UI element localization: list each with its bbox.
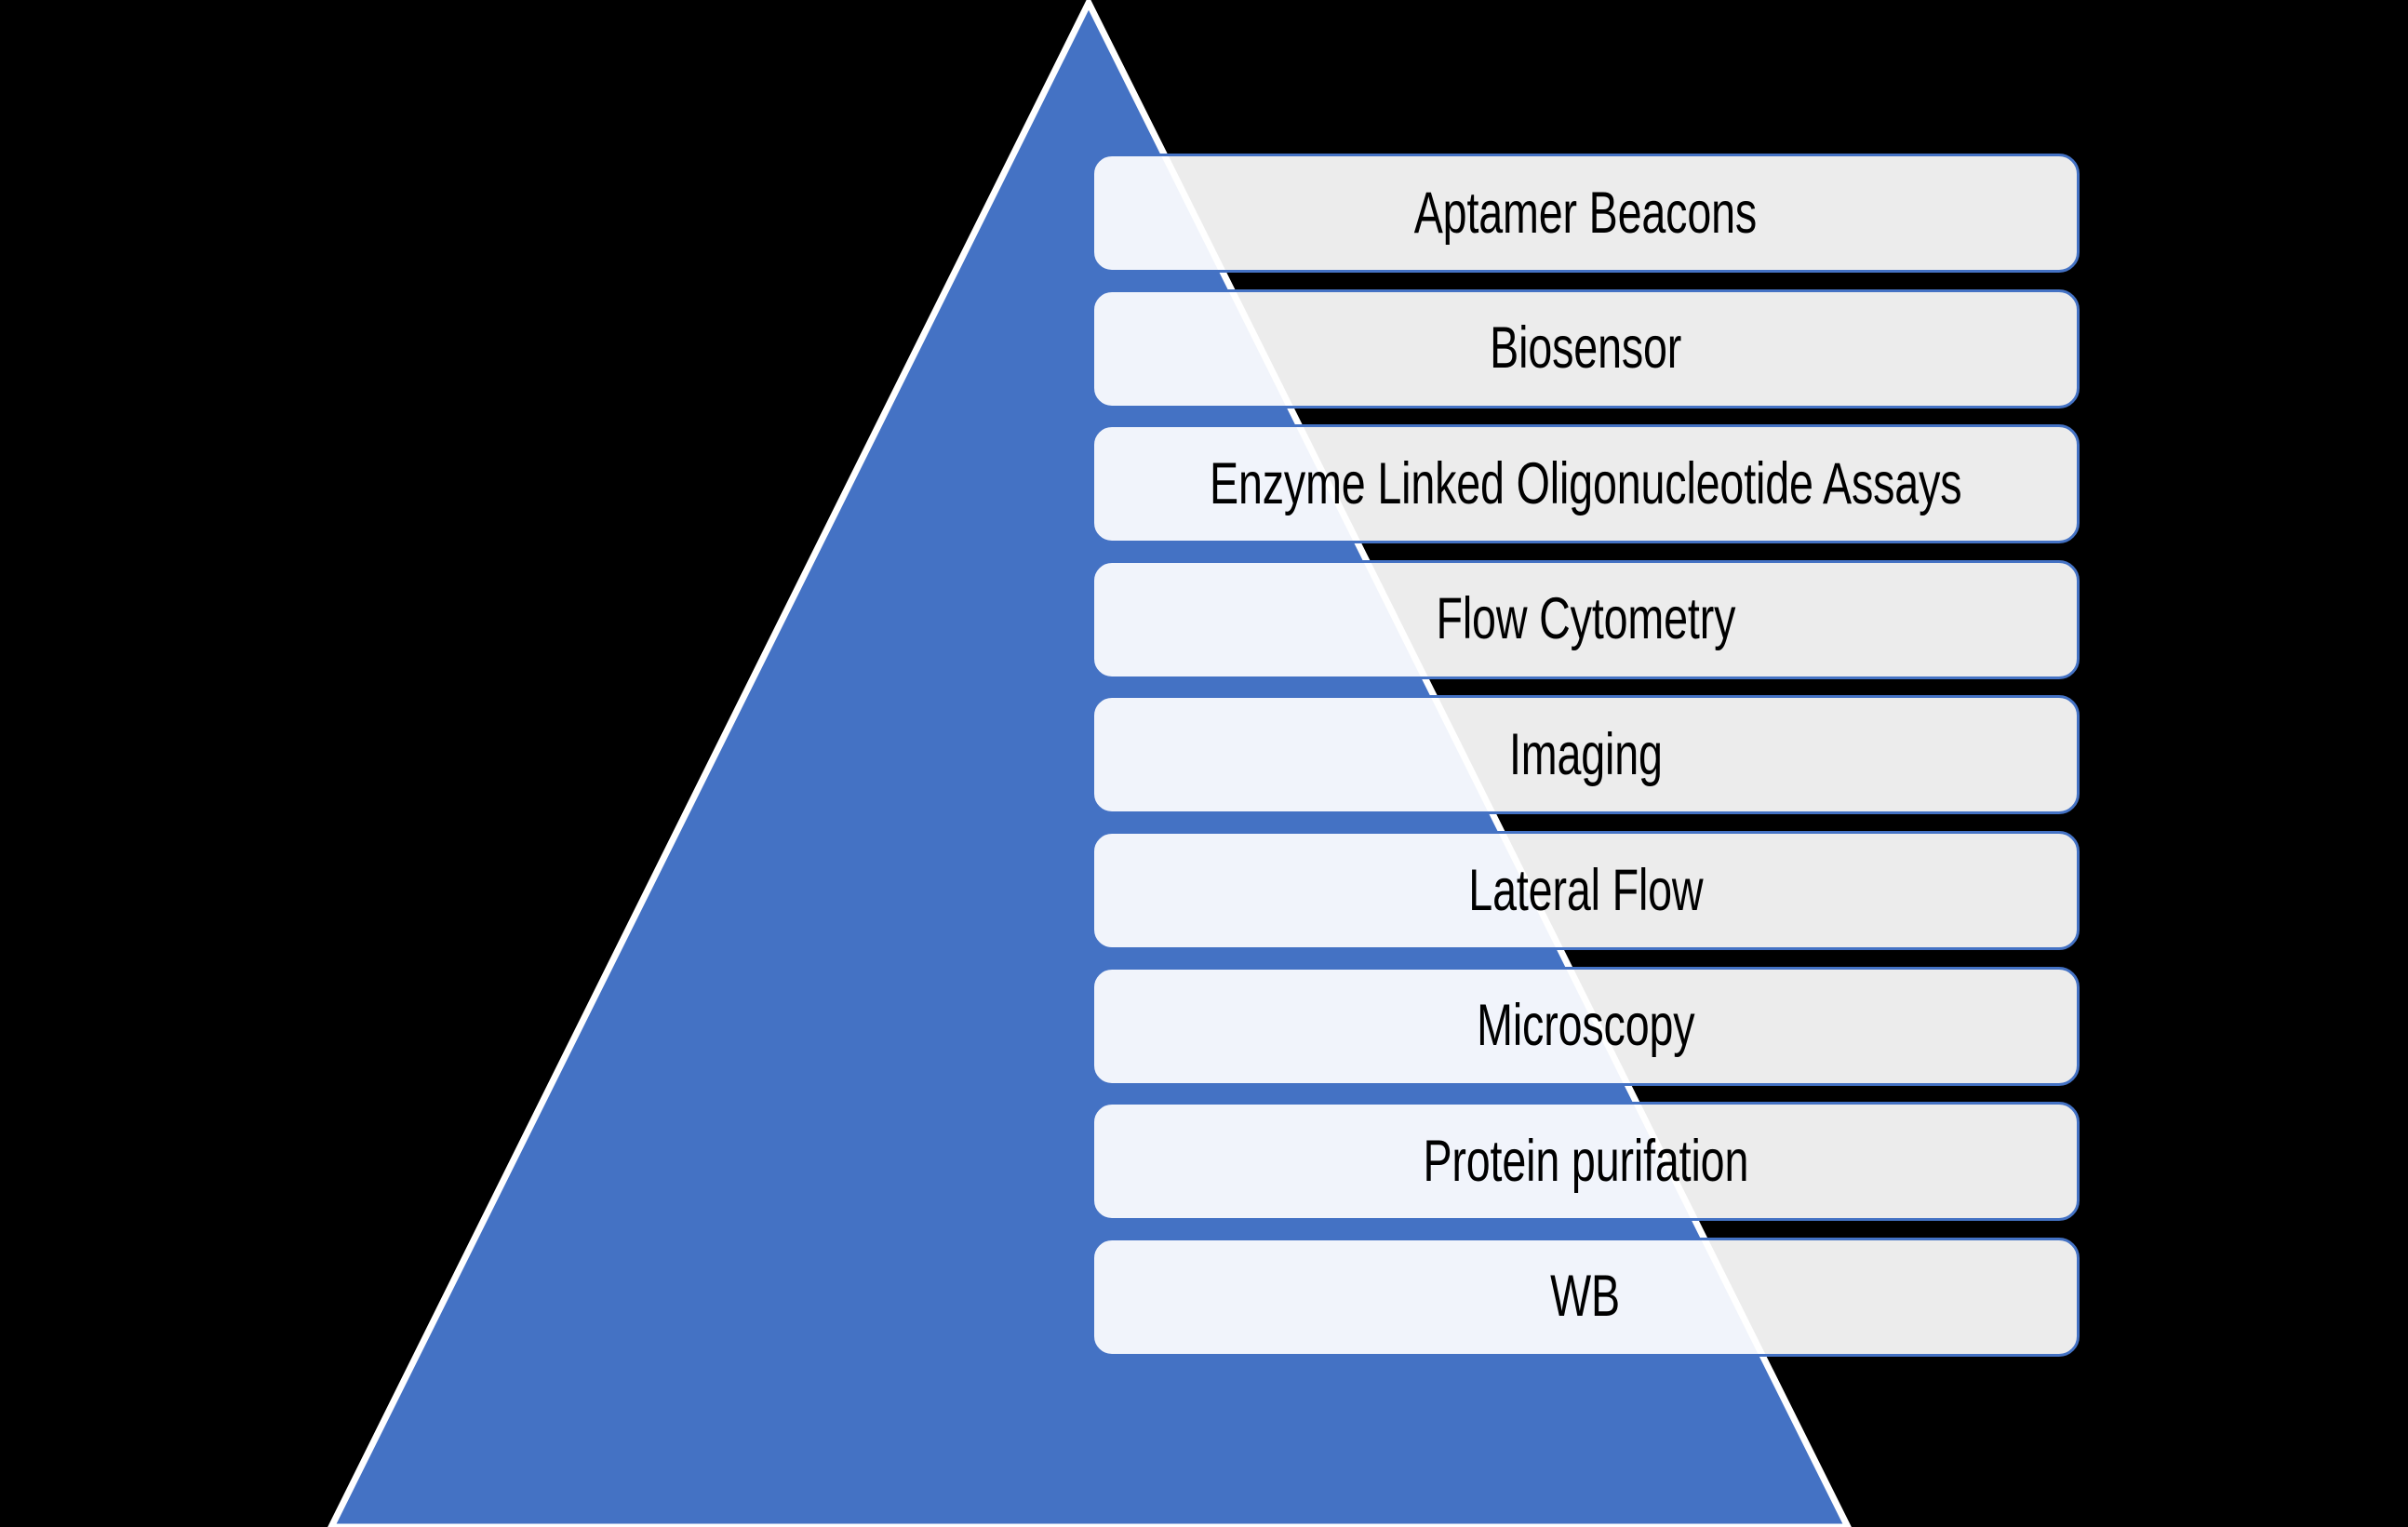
pyramid-row-label: Microscopy bbox=[1476, 993, 1695, 1059]
pyramid-row-label: Lateral Flow bbox=[1467, 857, 1704, 923]
pyramid-row-label: Imaging bbox=[1508, 721, 1663, 787]
pyramid-row[interactable]: Flow Cytometry bbox=[1091, 559, 2080, 679]
pyramid-row[interactable]: Enzyme Linked Oligonucleotide Assays bbox=[1091, 424, 2080, 544]
pyramid-row-label: Enzyme Linked Oligonucleotide Assays bbox=[1209, 450, 1962, 516]
pyramid-row[interactable]: Aptamer Beacons bbox=[1091, 154, 2080, 273]
pyramid-row[interactable]: Protein purifation bbox=[1091, 1102, 2080, 1222]
pyramid-row-label: Biosensor bbox=[1489, 315, 1681, 382]
pyramid-row[interactable]: Imaging bbox=[1091, 695, 2080, 815]
pyramid-row-label: WB bbox=[1550, 1264, 1621, 1330]
pyramid-row-label: Flow Cytometry bbox=[1436, 586, 1735, 652]
pyramid-row-label: Protein purifation bbox=[1423, 1128, 1748, 1194]
pyramid-row[interactable]: Microscopy bbox=[1091, 966, 2080, 1086]
pyramid-row[interactable]: Biosensor bbox=[1091, 288, 2080, 409]
pyramid-row-label: Aptamer Beacons bbox=[1413, 180, 1758, 246]
pyramid-row[interactable]: WB bbox=[1091, 1237, 2080, 1357]
pyramid-row[interactable]: Lateral Flow bbox=[1091, 831, 2080, 950]
